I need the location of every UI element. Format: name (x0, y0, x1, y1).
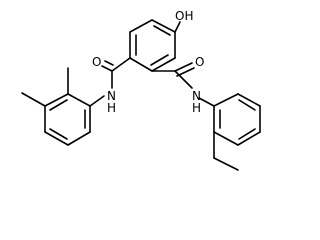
ring-double-bond (238, 128, 256, 140)
right-amide-h-label: H (192, 101, 201, 115)
nitrogen-to-aryl-bond (89, 95, 105, 107)
carbonyl-double-bond (176, 67, 195, 77)
carbonyl-double-bond (104, 60, 114, 66)
ring-bond (67, 131, 91, 146)
ring-bond (237, 93, 261, 107)
hydroxyl-label: OH (175, 9, 193, 23)
left-amide-n-label: N (107, 89, 116, 103)
ring-bond (44, 93, 69, 107)
methyl-bond (21, 92, 46, 107)
ring-bond (151, 19, 176, 33)
ring-double-bond (49, 128, 68, 140)
molecule-structure: OH O N H O N H (21, 9, 261, 171)
ring-bond (151, 57, 176, 72)
ring-to-carbonyl-bond (111, 57, 131, 72)
ring-bond (237, 131, 261, 146)
nitrogen-to-aryl-bond (198, 97, 215, 107)
right-amide-group (151, 62, 215, 107)
central-benzene-ring (129, 19, 176, 72)
left-dimethylphenyl-ring (21, 67, 91, 146)
ring-bond (129, 19, 153, 33)
methyl-bond (213, 157, 239, 171)
right-amide-n-label: N (192, 89, 201, 103)
ring-double-bond (150, 54, 169, 66)
right-carbonyl-oxygen-label: O (195, 55, 204, 69)
right-dimethylphenyl-ring (213, 93, 261, 171)
ring-double-bond (49, 99, 68, 111)
hydroxyl-bond (174, 21, 181, 33)
ring-bond (44, 131, 69, 146)
ring-bond (129, 57, 153, 72)
carbonyl-double-bond (101, 65, 113, 72)
ring-double-bond (238, 99, 256, 111)
ring-bond (67, 93, 91, 107)
ring-double-bond (153, 25, 171, 36)
left-carbonyl-oxygen-label: O (92, 55, 101, 69)
carbonyl-double-bond (174, 62, 193, 72)
carbonyl-to-nitrogen-bond (174, 70, 193, 89)
ring-bond (213, 131, 239, 146)
left-amide-h-label: H (107, 101, 116, 115)
ring-bond (213, 93, 239, 107)
left-amide-group (89, 57, 131, 107)
